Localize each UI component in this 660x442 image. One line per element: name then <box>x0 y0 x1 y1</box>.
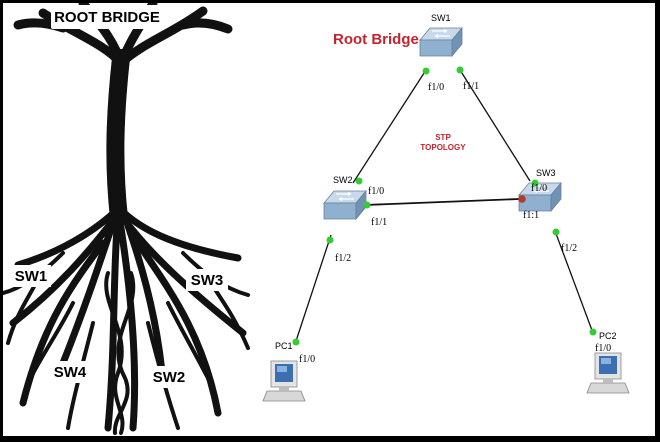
tree-label-sw3: SW3 <box>186 269 228 291</box>
device-label-sw2: SW2 <box>333 175 353 185</box>
svg-text:ROOT BRIDGE: ROOT BRIDGE <box>54 9 160 26</box>
port-label-sw3-left: f1:1 <box>523 210 539 221</box>
svg-text:SW2: SW2 <box>153 369 186 386</box>
root-tree-illustration <box>3 3 250 435</box>
port-label-sw3-top: f1/0 <box>531 183 547 194</box>
svg-text:SW1: SW1 <box>15 268 48 285</box>
device-label-sw3: SW3 <box>536 168 556 178</box>
topology-links <box>295 69 594 342</box>
pc1-computer-icon[interactable] <box>262 360 306 402</box>
port-label-sw2-top: f1/0 <box>368 186 384 197</box>
port-label-sw1-right: f1/1 <box>463 81 479 92</box>
port-dot-sw1-left <box>422 67 430 75</box>
tree-label-sw4: SW4 <box>47 361 93 383</box>
port-dot-sw3-left-blocking <box>518 195 526 203</box>
port-dot-sw2-top <box>355 177 363 185</box>
tree-trunk <box>106 49 130 227</box>
port-status-indicators <box>292 66 597 346</box>
link-sw1-sw2[interactable] <box>352 69 427 184</box>
link-sw2-sw3[interactable] <box>364 198 520 206</box>
switch-sw2-icon[interactable] <box>323 190 367 220</box>
stp-diagram: ROOT BRIDGE SW1 SW3 SW4 SW2 <box>3 3 630 435</box>
svg-text:SW3: SW3 <box>191 272 224 289</box>
device-label-pc2: PC2 <box>599 331 617 341</box>
tree-label-sw2: SW2 <box>146 366 192 388</box>
port-label-sw1-left: f1/0 <box>428 82 444 93</box>
link-sw2-pc1[interactable] <box>295 234 332 342</box>
port-dot-sw1-right <box>456 66 464 74</box>
port-label-pc1: f1/0 <box>299 354 315 365</box>
svg-text:SW4: SW4 <box>54 364 87 381</box>
diagram-frame: ROOT BRIDGE SW1 SW3 SW4 SW2 <box>3 3 655 436</box>
port-dot-pc2 <box>589 328 597 336</box>
port-dot-sw2-bottom <box>326 236 334 244</box>
link-sw1-sw3[interactable] <box>459 69 531 182</box>
port-dot-sw3-top <box>531 179 539 187</box>
port-label-sw3-bottom: f1/2 <box>561 243 577 254</box>
device-label-pc1: PC1 <box>275 341 293 351</box>
tree-label-root-bridge: ROOT BRIDGE <box>51 5 163 29</box>
stp-caption-line1: STP <box>435 133 451 142</box>
stp-caption-line2: TOPOLOGY <box>420 143 466 152</box>
port-label-sw2-right: f1/1 <box>371 217 387 228</box>
port-label-pc2: f1/0 <box>595 343 611 354</box>
tree-label-sw1: SW1 <box>11 265 51 287</box>
switch-sw1-icon[interactable] <box>419 27 463 57</box>
port-dot-sw2-right <box>363 201 371 209</box>
port-dot-sw3-bottom <box>552 228 560 236</box>
port-label-sw2-bottom: f1/2 <box>335 253 351 264</box>
device-label-sw1: SW1 <box>431 13 451 23</box>
root-bridge-heading: Root Bridge <box>333 31 419 48</box>
pc2-computer-icon[interactable] <box>586 352 630 394</box>
link-sw3-pc2[interactable] <box>554 230 594 334</box>
port-dot-pc1 <box>292 338 300 346</box>
